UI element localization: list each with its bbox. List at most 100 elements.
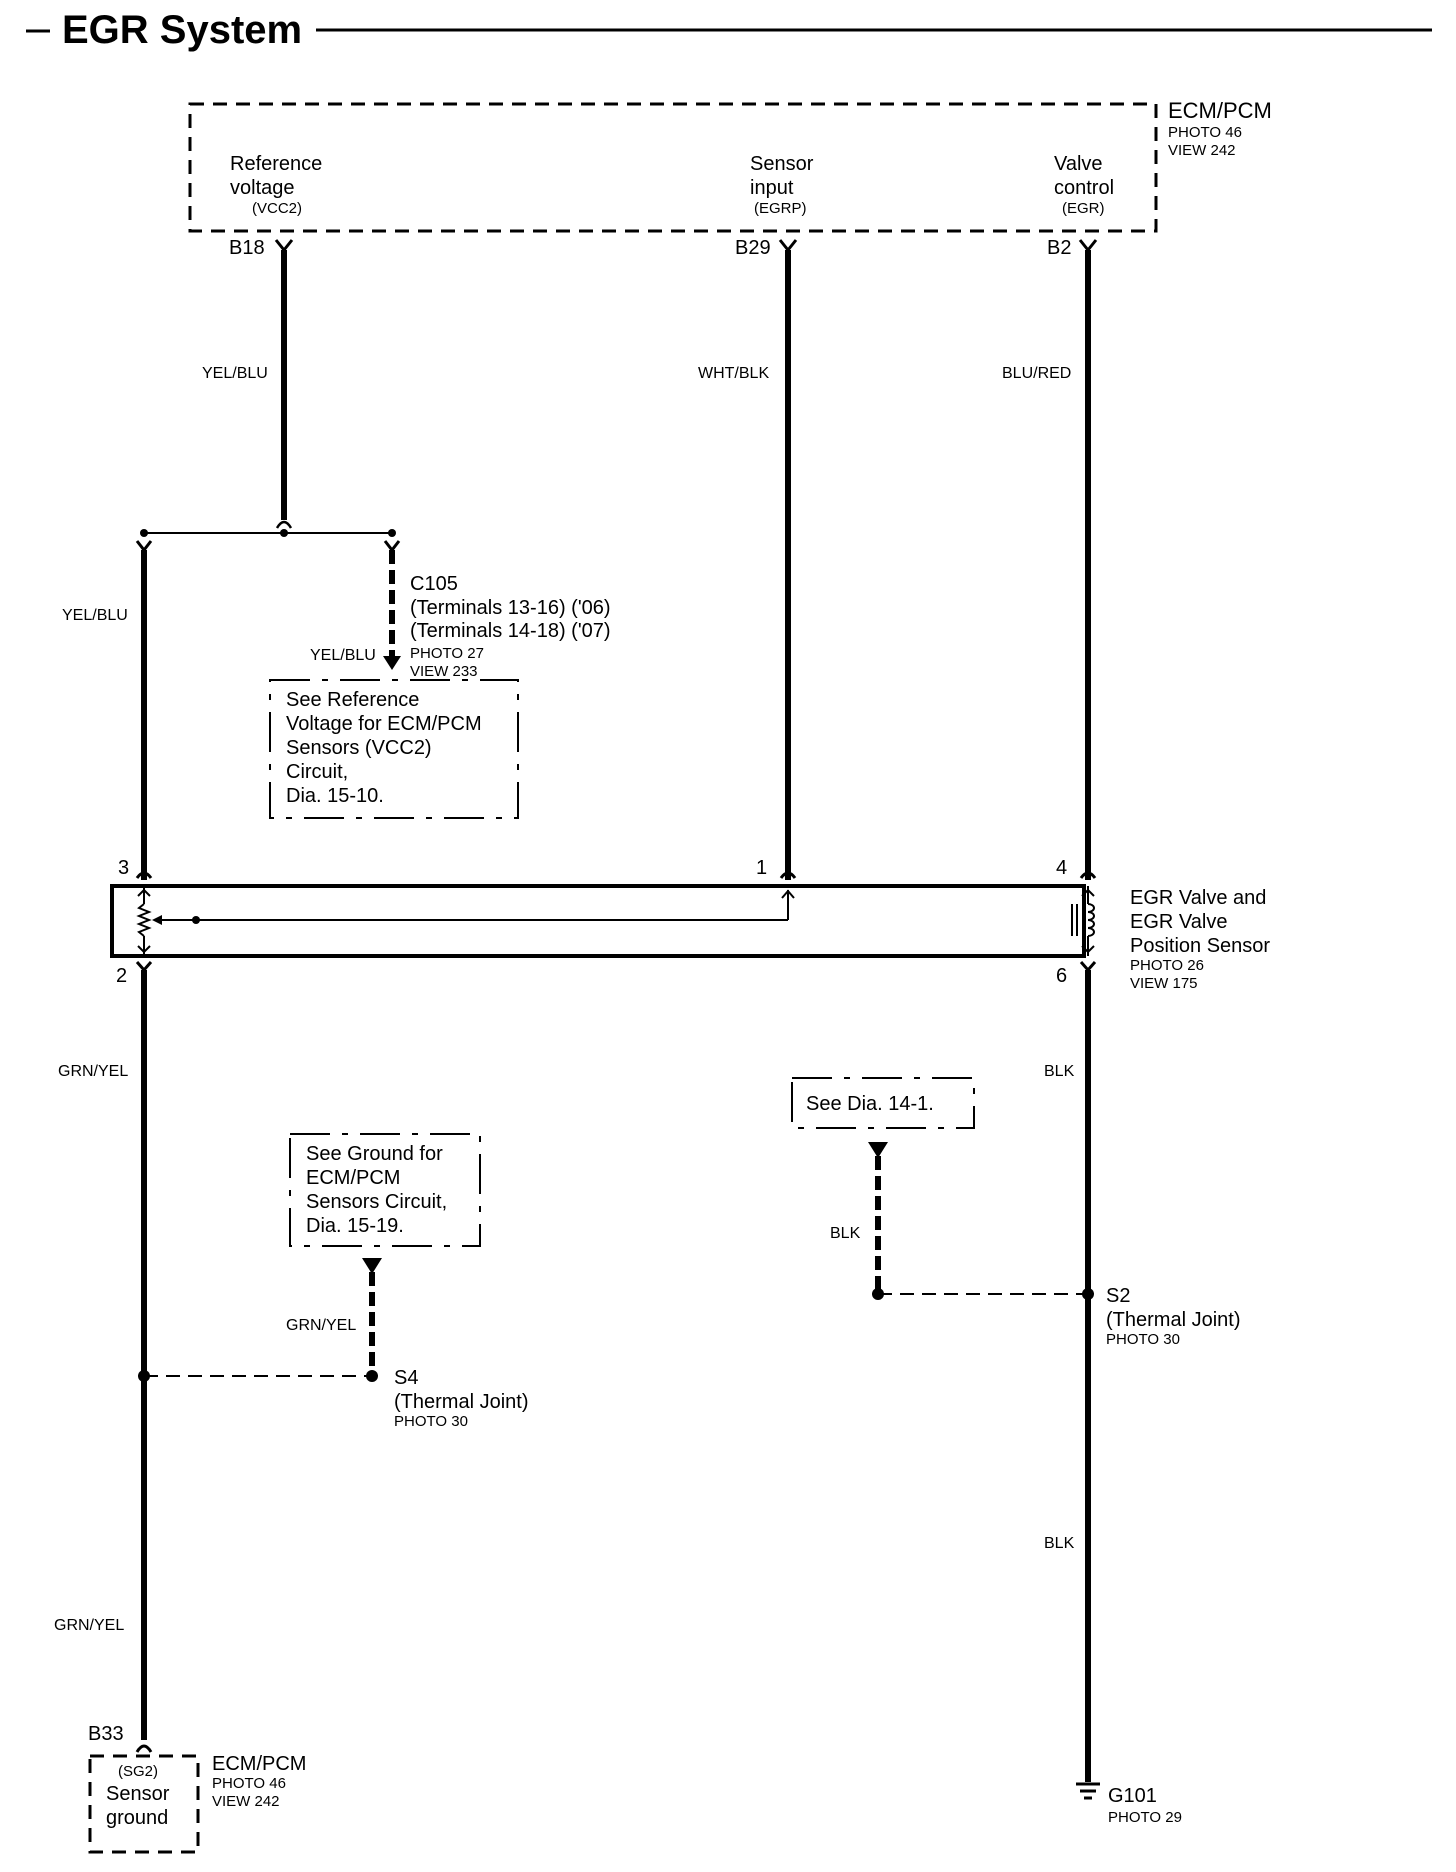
ecm-bottom-box — [88, 1754, 200, 1854]
fork-pin-3 — [135, 871, 153, 879]
c105-view: VIEW 233 — [410, 663, 478, 680]
fork-b2 — [1078, 239, 1098, 253]
ground-note-line-1: See Ground for — [306, 1143, 443, 1165]
pin-label-valve: Valve — [1054, 153, 1103, 175]
wire-label-b33: GRN/YEL — [54, 1617, 124, 1634]
vcc2-note-line-2: Voltage for ECM/PCM — [286, 713, 482, 735]
terminal-b29: B29 — [735, 237, 771, 259]
fork-b18 — [274, 239, 294, 253]
pin-1-label: 1 — [756, 857, 767, 879]
wire-label-s4-branch: GRN/YEL — [286, 1317, 356, 1334]
pin-4-label: 4 — [1056, 857, 1067, 879]
s4-desc: (Thermal Joint) — [394, 1391, 528, 1413]
dia-note-text: See Dia. 14-1. — [806, 1093, 934, 1115]
fork-b33 — [135, 1744, 153, 1753]
ecm-bottom-line-2: ground — [106, 1807, 168, 1829]
vcc2-note-line-5: Dia. 15-10. — [286, 785, 384, 807]
splice-arc — [275, 520, 293, 529]
wire-label-c105: YEL/BLU — [310, 647, 376, 664]
pot-arrow-top — [137, 888, 151, 897]
wire-label-b18: YEL/BLU — [202, 365, 268, 382]
fork-pin-6 — [1079, 961, 1097, 973]
fork-c105 — [383, 540, 401, 553]
wiper-dot — [192, 916, 200, 924]
terminal-b18: B18 — [229, 237, 265, 259]
wire-label-left-branch: YEL/BLU — [62, 607, 128, 624]
page-title: EGR System — [62, 8, 302, 52]
terminal-b33: B33 — [88, 1723, 124, 1745]
egr-valve-photo: PHOTO 26 — [1130, 957, 1204, 974]
ground-note-line-4: Dia. 15-19. — [306, 1215, 404, 1237]
branch-dot-center — [280, 529, 288, 537]
s4-photo: PHOTO 30 — [394, 1413, 468, 1430]
s4-joint-dot — [138, 1370, 150, 1382]
ground-note-arrow — [362, 1258, 382, 1274]
vcc2-note-line-1: See Reference — [286, 689, 419, 711]
ground-note-box — [289, 1133, 481, 1247]
wire-label-b2: BLU/RED — [1002, 365, 1071, 382]
c105-terminals-07: (Terminals 14-18) ('07) — [410, 620, 611, 642]
s2-name: S2 — [1106, 1285, 1130, 1307]
branch-dot-left — [140, 529, 148, 537]
g101-name: G101 — [1108, 1785, 1157, 1807]
vcc2-note-line-4: Circuit, — [286, 761, 348, 783]
s2-desc: (Thermal Joint) — [1106, 1309, 1240, 1331]
fork-b29 — [778, 239, 798, 253]
pin-code-vcc2: (VCC2) — [252, 200, 302, 217]
c105-terminals-06: (Terminals 13-16) ('06) — [410, 597, 611, 619]
solenoid-coil — [1087, 903, 1095, 937]
ecm-bottom-view: VIEW 242 — [212, 1793, 280, 1810]
vcc2-note-line-3: Sensors (VCC2) — [286, 737, 432, 759]
wire-label-pin-6: BLK — [1044, 1063, 1075, 1080]
wire-label-s2-branch: BLK — [830, 1225, 861, 1242]
ecm-bottom-code: (SG2) — [118, 1763, 158, 1780]
coil-arrow-top — [1081, 888, 1095, 897]
dia-note-arrow — [868, 1142, 888, 1158]
potentiometer-resistor — [136, 903, 152, 937]
pin-label-control: control — [1054, 177, 1114, 199]
fork-pin-1 — [779, 871, 797, 879]
pin-label-input: input — [750, 177, 794, 199]
terminal-b2: B2 — [1047, 237, 1071, 259]
wiper-riser-arrow — [781, 889, 795, 899]
pin-label-sensor: Sensor — [750, 153, 814, 175]
branch-dot-right — [388, 529, 396, 537]
wire-label-pin-2: GRN/YEL — [58, 1063, 128, 1080]
coil-arrow-bottom — [1081, 945, 1095, 954]
pin-label-reference: Reference — [230, 153, 322, 175]
wire-label-b29: WHT/BLK — [698, 365, 769, 382]
s4-name: S4 — [394, 1367, 418, 1389]
egr-valve-name-2: EGR Valve — [1130, 911, 1227, 933]
ground-note-line-3: Sensors Circuit, — [306, 1191, 447, 1213]
c105-name: C105 — [410, 573, 458, 595]
ecm-top-box — [188, 102, 1158, 233]
c105-arrow — [383, 656, 401, 670]
pin-code-egr: (EGR) — [1062, 200, 1105, 217]
ecm-bottom-photo: PHOTO 46 — [212, 1775, 286, 1792]
fork-pin-2 — [135, 961, 153, 973]
egr-valve-name-1: EGR Valve and — [1130, 887, 1266, 909]
pin-code-egrp: (EGRP) — [754, 200, 807, 217]
pot-arrow-bottom — [137, 945, 151, 954]
fork-pin-4 — [1079, 871, 1097, 879]
pin-3-label: 3 — [118, 857, 129, 879]
g101-photo: PHOTO 29 — [1108, 1809, 1182, 1826]
ecm-top-view: VIEW 242 — [1168, 142, 1236, 159]
wiper-arrow — [152, 915, 162, 925]
s2-photo: PHOTO 30 — [1106, 1331, 1180, 1348]
pin-6-label: 6 — [1056, 965, 1067, 987]
pin-2-label: 2 — [116, 965, 127, 987]
ecm-top-name: ECM/PCM — [1168, 98, 1272, 123]
egr-valve-view: VIEW 175 — [1130, 975, 1198, 992]
ecm-bottom-name: ECM/PCM — [212, 1753, 306, 1775]
ecm-top-photo: PHOTO 46 — [1168, 124, 1242, 141]
wire-label-g101: BLK — [1044, 1535, 1075, 1552]
ecm-bottom-line-1: Sensor — [106, 1783, 170, 1805]
c105-photo: PHOTO 27 — [410, 645, 484, 662]
vcc2-note-box — [269, 679, 519, 819]
s2-joint-dot — [1082, 1288, 1094, 1300]
pin-label-voltage: voltage — [230, 177, 295, 199]
egr-valve-box — [110, 884, 1086, 958]
egr-valve-name-3: Position Sensor — [1130, 935, 1270, 957]
